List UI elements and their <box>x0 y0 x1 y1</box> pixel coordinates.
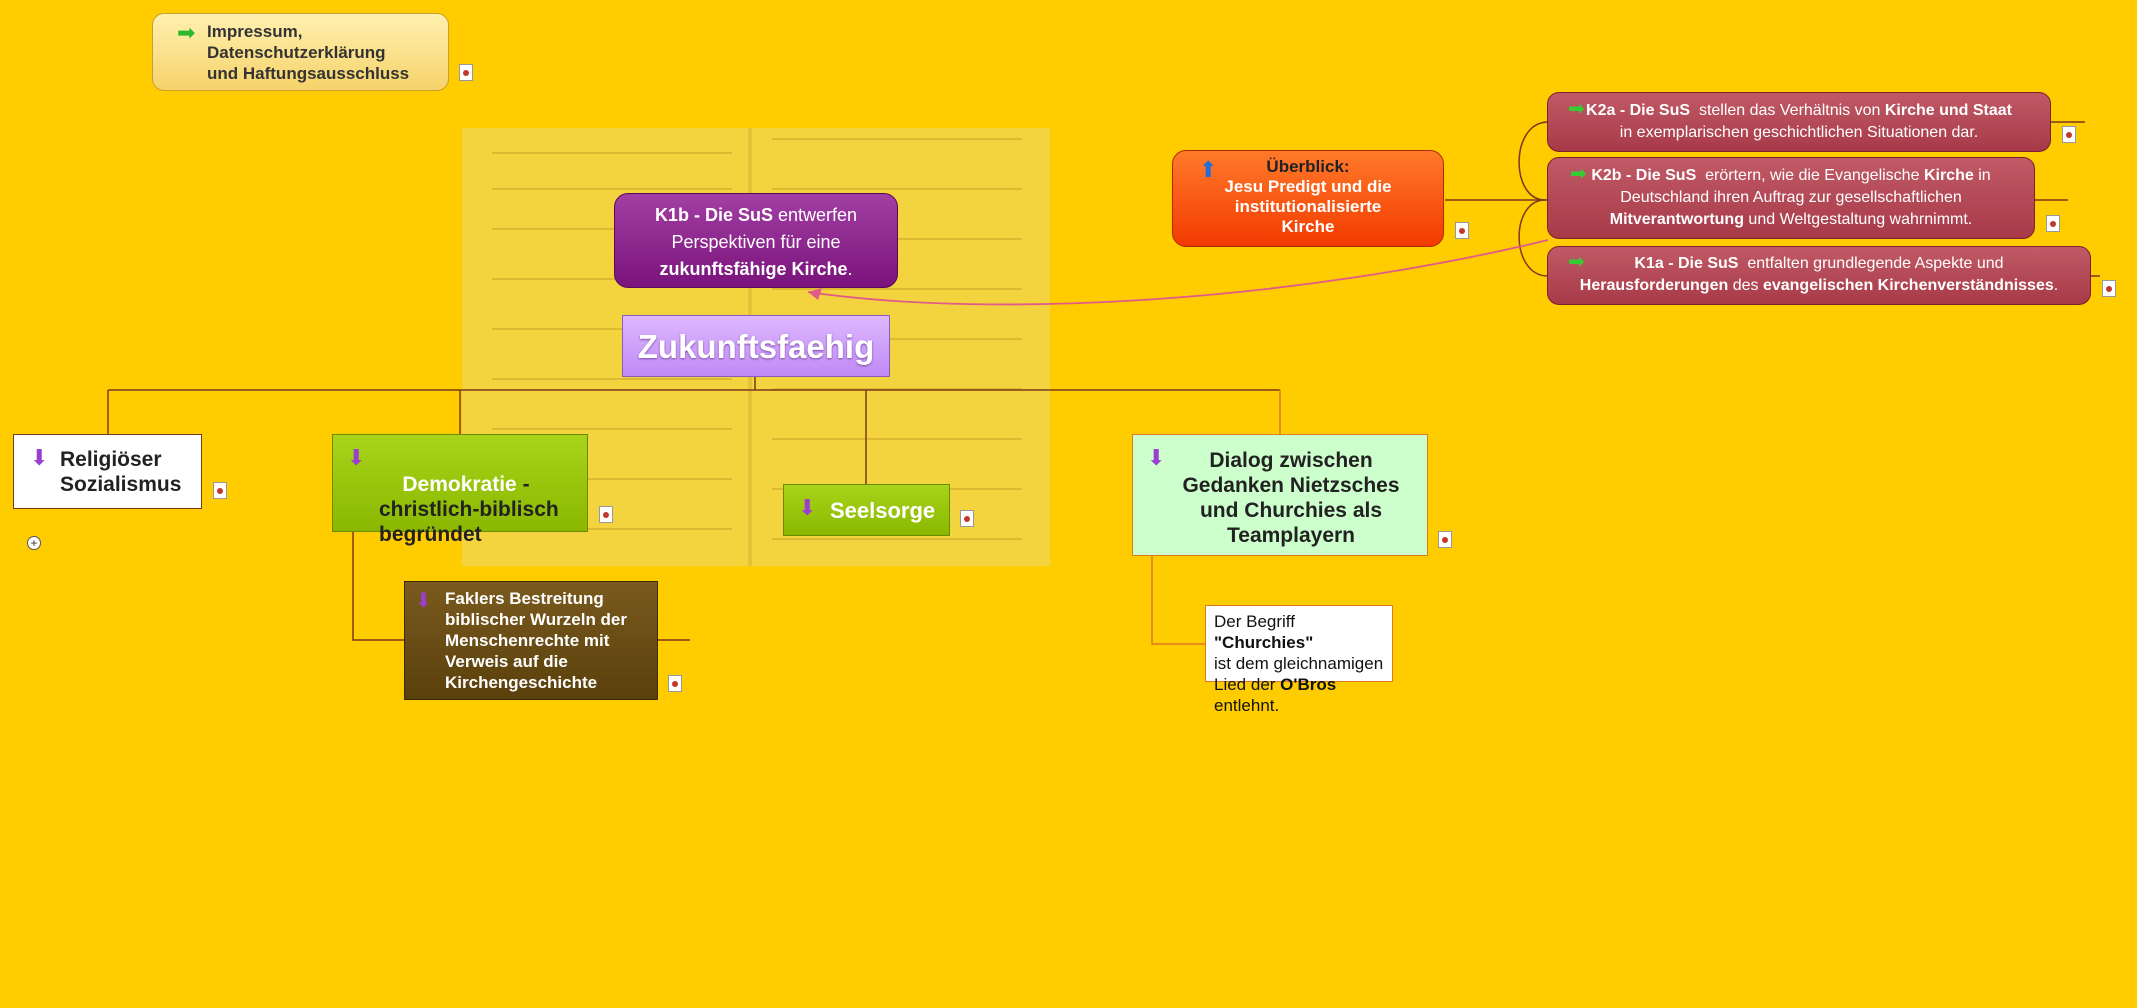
arrow-down-icon: ⬇ <box>798 495 817 520</box>
k2b-text4: und Weltgestaltung wahrnimmt. <box>1748 211 1973 228</box>
democracy-label-bold: Demokratie <box>402 473 517 496</box>
note-bold1: "Churchies" <box>1214 633 1314 652</box>
note-text4: entlehnt. <box>1214 696 1280 715</box>
k1b-text4: . <box>847 259 853 279</box>
arrow-down-icon: ⬇ <box>415 590 432 612</box>
arrow-right-icon: ➡ <box>1568 98 1585 120</box>
arrow-down-icon: ⬇ <box>1147 445 1166 470</box>
k2b-text3: Deutschland ihren Auftrag zur gesellscha… <box>1620 189 1962 206</box>
attachment-icon[interactable] <box>960 510 974 527</box>
impressum-node[interactable]: ➡ Impressum, Datenschutzerklärung und Ha… <box>152 13 449 91</box>
seelsorge-node[interactable]: ⬇ Seelsorge <box>783 484 950 536</box>
note-text1: Der Begriff <box>1214 612 1295 631</box>
religious-socialism-label: Religiöser Sozialismus <box>60 448 182 496</box>
k1b-text3: zukunftsfähige Kirche <box>659 259 848 279</box>
attachment-icon[interactable] <box>668 675 682 692</box>
arrow-down-icon: ⬇ <box>347 445 366 470</box>
k1a-bold2: evangelischen Kirchenverständnisses <box>1762 277 2054 294</box>
k1a-text1: entfalten grundlegende Aspekte und <box>1747 255 2004 272</box>
k2b-node[interactable]: ➡ K2b - Die SuS erörtern, wie die Evange… <box>1547 157 2035 239</box>
attachment-icon[interactable] <box>599 506 613 523</box>
note-bold2: O'Bros <box>1280 675 1337 694</box>
note-text2: ist dem gleichnamigen <box>1214 654 1384 673</box>
k1a-text3: . <box>2053 277 2059 294</box>
k1a-code: K1a - Die SuS <box>1634 255 1739 272</box>
k1b-text1: entwerfen <box>777 205 858 225</box>
k1a-node[interactable]: ➡ K1a - Die SuS entfalten grundlegende A… <box>1547 246 2091 305</box>
k2a-node[interactable]: ➡ K2a - Die SuS stellen das Verhältnis v… <box>1547 92 2051 152</box>
k2b-code: K2b - Die SuS <box>1591 167 1697 184</box>
religious-socialism-node[interactable]: ⬇ Religiöser Sozialismus <box>13 434 202 509</box>
arrow-up-icon: ⬆ <box>1199 157 1218 182</box>
k2b-text2: in <box>1978 167 1991 184</box>
dialog-label: Dialog zwischen Gedanken Nietzsches und … <box>1182 449 1400 547</box>
democracy-node[interactable]: ⬇ Demokratie - christlich-biblisch begrü… <box>332 434 588 546</box>
seelsorge-label: Seelsorge <box>830 498 936 523</box>
arrow-right-icon: ➡ <box>1568 251 1585 273</box>
faklers-node[interactable]: ⬇ Faklers Bestreitung biblischer Wurzeln… <box>404 581 658 700</box>
k2b-bold2: Mitverantwortung <box>1609 211 1744 228</box>
attachment-icon[interactable] <box>213 482 227 499</box>
k1a-text2: des <box>1732 277 1759 294</box>
k2a-bold1: Kirche und Staat <box>1884 102 2012 119</box>
k2b-text1: erörtern, wie die Evangelische <box>1705 167 1920 184</box>
arrow-down-icon: ⬇ <box>30 445 49 470</box>
arrow-right-icon: ➡ <box>177 20 196 45</box>
k2a-text2: in exemplarischen geschichtlichen Situat… <box>1619 124 1979 141</box>
k1b-node[interactable]: K1b - Die SuS entwerfen Perspektiven für… <box>614 193 898 288</box>
expand-icon[interactable]: + <box>27 536 41 550</box>
overview-node[interactable]: ⬆ Überblick: Jesu Predigt und die instit… <box>1172 150 1444 247</box>
k2b-bold1: Kirche <box>1923 167 1974 184</box>
attachment-icon[interactable] <box>2062 126 2076 143</box>
churchies-note: Der Begriff "Churchies" ist dem gleichna… <box>1205 605 1393 715</box>
central-topic-label: Zukunftsfaehig <box>637 328 875 365</box>
note-text3: Lied der <box>1214 675 1276 694</box>
k1b-code: K1b - Die SuS <box>654 205 773 225</box>
k1b-text2: Perspektiven für eine <box>671 232 841 252</box>
democracy-label-rest: - christlich-biblisch begründet <box>379 473 559 546</box>
faklers-label: Faklers Bestreitung biblischer Wurzeln d… <box>445 589 628 692</box>
impressum-label: Impressum, Datenschutzerklärung und Haft… <box>207 22 410 83</box>
dialog-node[interactable]: ⬇ Dialog zwischen Gedanken Nietzsches un… <box>1132 434 1428 556</box>
overview-text: Jesu Predigt und die institutionalisiert… <box>1224 177 1392 236</box>
k2a-text1: stellen das Verhältnis von <box>1698 102 1881 119</box>
attachment-icon[interactable] <box>459 64 473 81</box>
k1a-bold1: Herausforderungen <box>1579 277 1729 294</box>
attachment-icon[interactable] <box>2046 215 2060 232</box>
attachment-icon[interactable] <box>1455 222 1469 239</box>
arrow-right-icon: ➡ <box>1570 163 1587 185</box>
central-topic[interactable]: Zukunftsfaehig <box>622 315 890 377</box>
overview-label: Überblick: <box>1266 157 1350 176</box>
k2a-code: K2a - Die SuS <box>1586 102 1691 119</box>
attachment-icon[interactable] <box>2102 280 2116 297</box>
attachment-icon[interactable] <box>1438 531 1452 548</box>
